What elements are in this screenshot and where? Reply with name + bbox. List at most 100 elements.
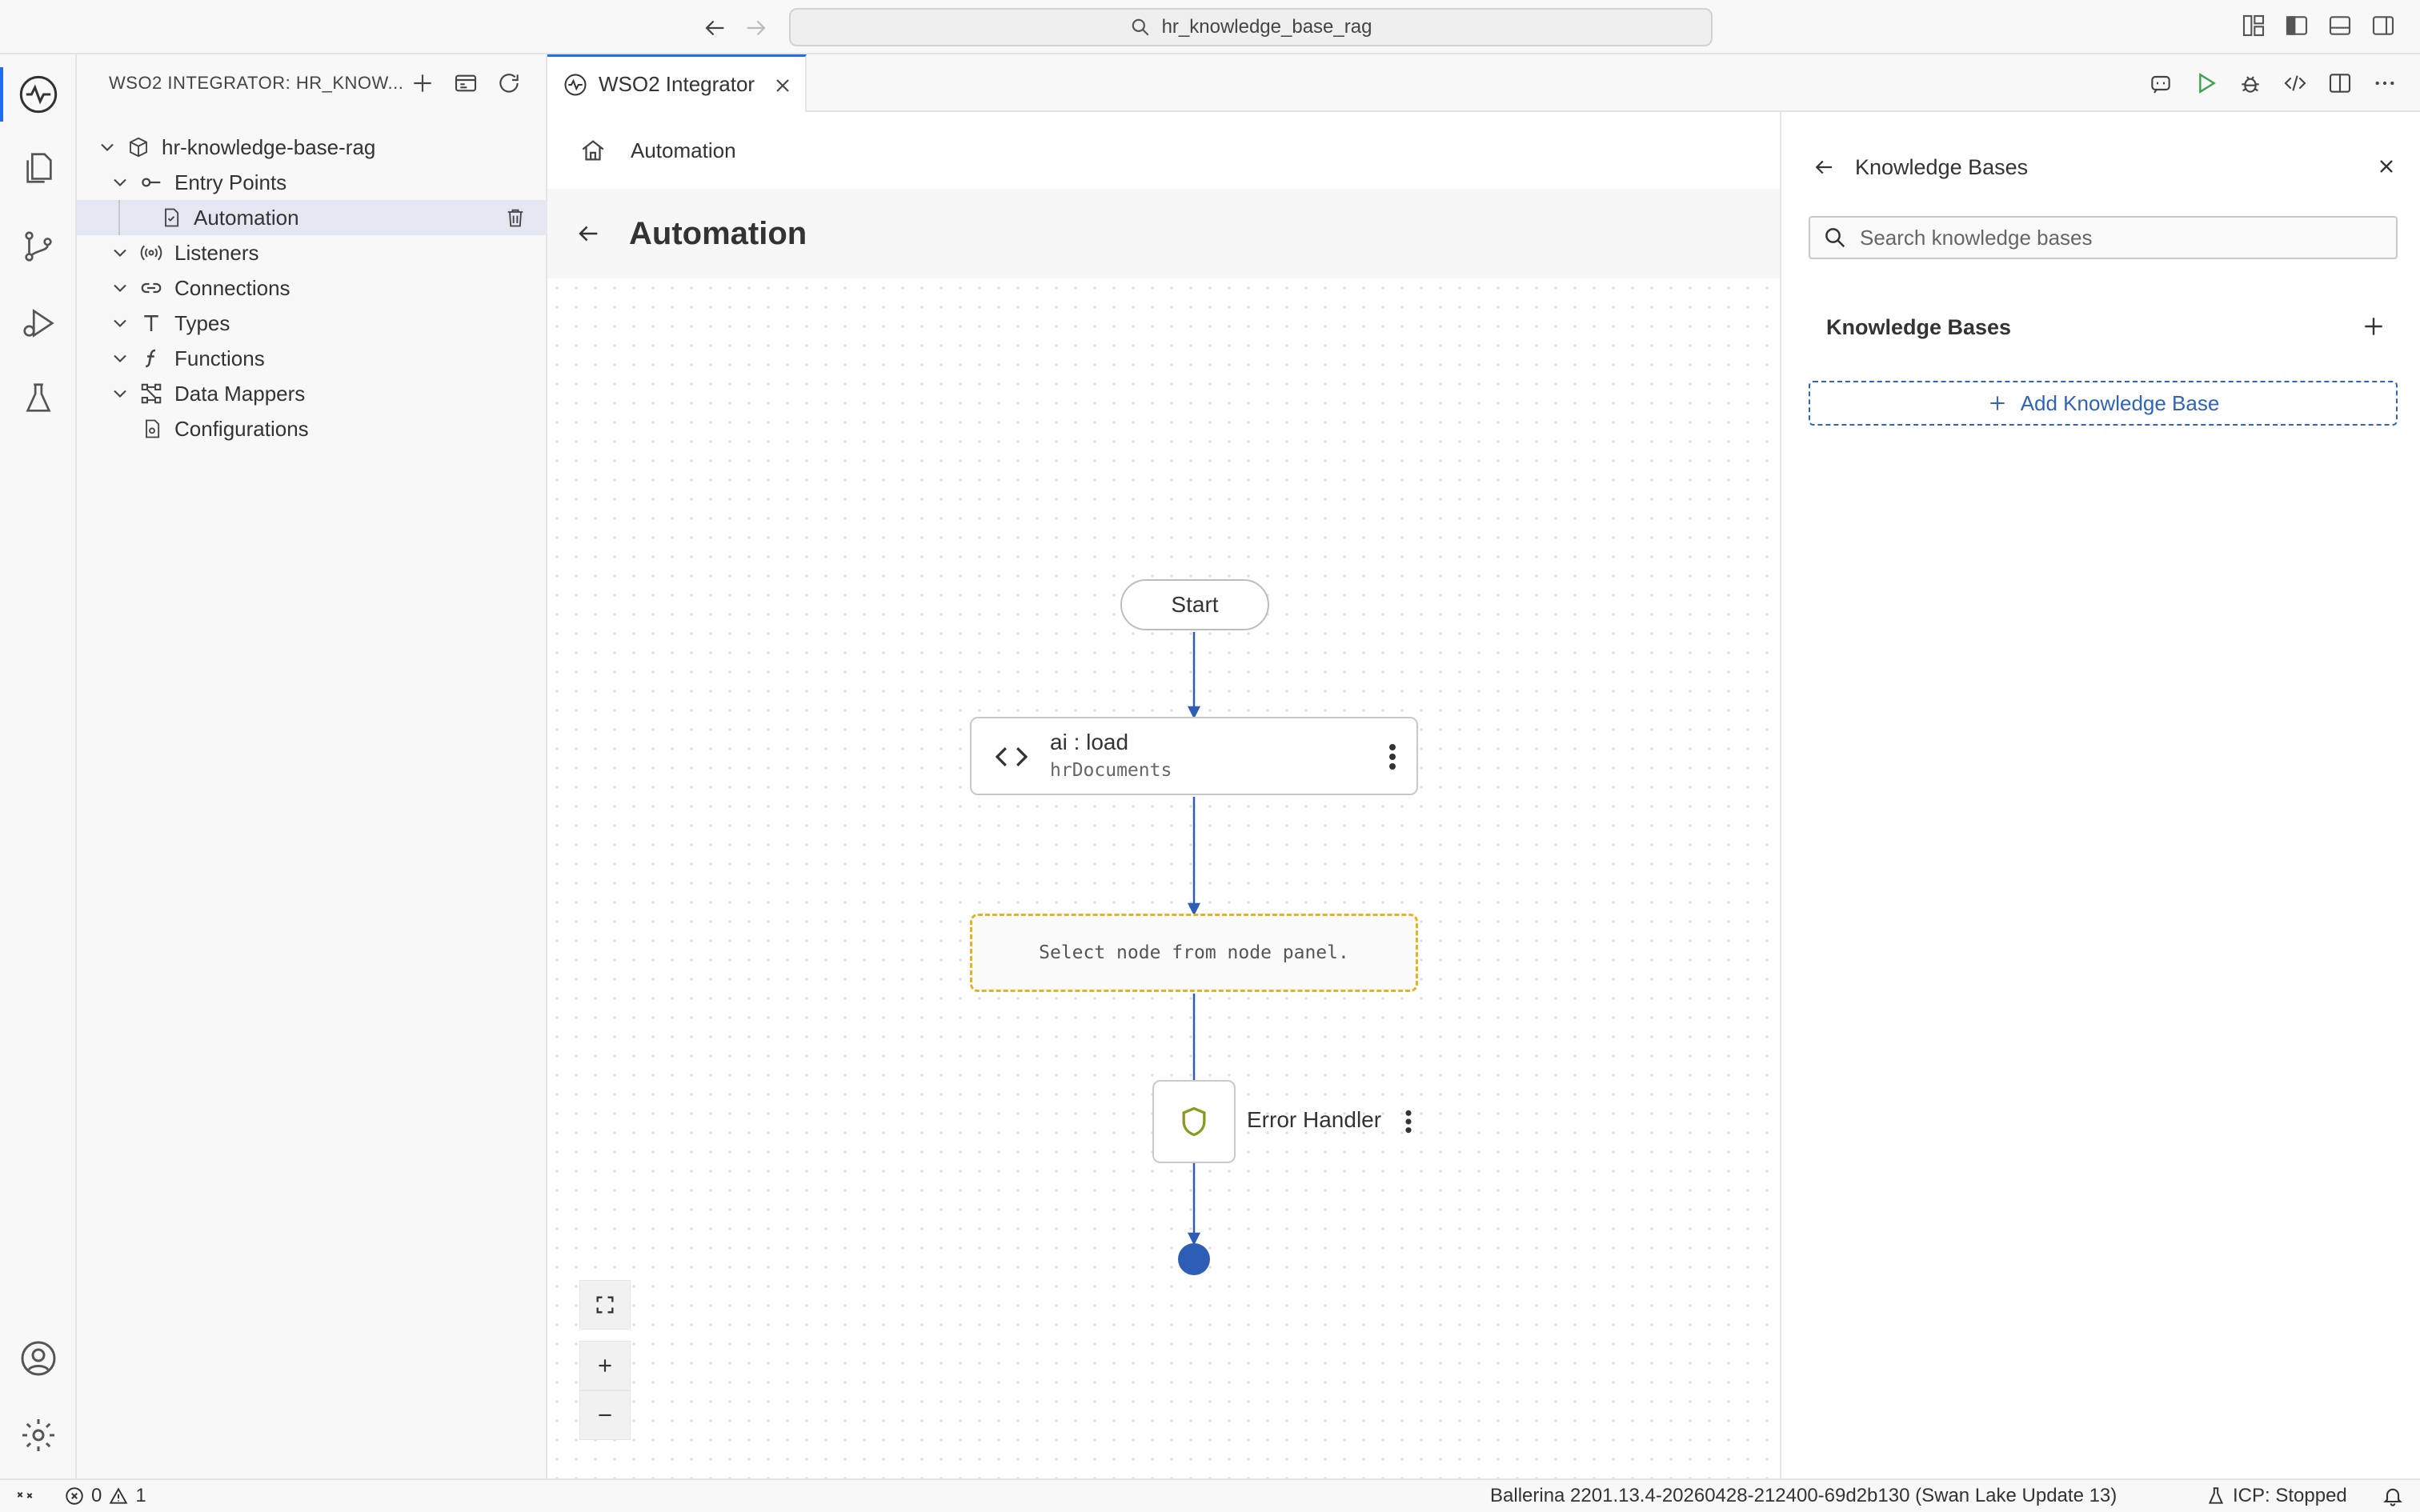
zoom-controls [579, 1280, 631, 1440]
icp-status[interactable]: ICP: Stopped [2206, 1485, 2347, 1507]
tree-item-listeners[interactable]: Listeners [77, 235, 547, 270]
notifications-bell[interactable] [2382, 1485, 2404, 1507]
breadcrumb-item[interactable]: Automation [631, 138, 736, 162]
tree-item-label: Entry Points [174, 170, 287, 194]
title-bar: hr_knowledge_base_rag [0, 0, 2420, 54]
toggle-secondary-sidebar-icon[interactable] [2370, 13, 2396, 38]
remote-indicator[interactable] [14, 1485, 35, 1506]
add-knowledge-base-button[interactable]: Add Knowledge Base [1809, 381, 2398, 426]
toggle-primary-sidebar-icon[interactable] [2284, 13, 2310, 38]
data-mapper-icon [141, 383, 162, 404]
run-icon[interactable] [2193, 70, 2218, 96]
accounts-icon[interactable] [18, 1338, 59, 1379]
trash-icon[interactable] [504, 206, 527, 229]
function-icon [146, 349, 156, 368]
open-window-icon[interactable] [453, 70, 479, 96]
panel-title: Knowledge Bases [1855, 155, 2029, 179]
settings-gear-icon[interactable] [18, 1414, 59, 1456]
tree-project-label: hr-knowledge-base-rag [162, 134, 376, 159]
run-debug-icon[interactable] [18, 302, 59, 344]
command-center[interactable]: hr_knowledge_base_rag [789, 8, 1713, 46]
page-header: Automation [547, 189, 1780, 278]
chevron-down-icon [114, 354, 126, 362]
wso2-integrator-icon[interactable] [18, 74, 59, 115]
tab-label: WSO2 Integrator [599, 72, 755, 96]
warning-triangle-icon [109, 1487, 128, 1504]
active-indicator [0, 67, 3, 122]
icp-status-text: ICP: Stopped [2233, 1485, 2347, 1506]
flow-canvas[interactable] [547, 278, 1780, 1478]
explorer-icon[interactable] [18, 147, 59, 189]
refresh-icon[interactable] [496, 70, 522, 96]
more-actions-icon[interactable] [2372, 70, 2398, 96]
plus-icon [599, 1359, 611, 1372]
back-arrow-icon[interactable] [701, 14, 728, 42]
tree-item-types[interactable]: Types [77, 306, 547, 341]
chevron-down-icon [114, 390, 126, 398]
page-title: Automation [629, 215, 807, 251]
add-knowledge-base-label: Add Knowledge Base [2020, 390, 2220, 415]
explorer-sidebar: WSO2 INTEGRATOR: HR_KNOW... hr-knowledge… [77, 54, 547, 1478]
back-arrow-icon[interactable] [575, 220, 602, 247]
layout-controls [2241, 13, 2396, 38]
error-handler-menu-icon[interactable] [1404, 1109, 1413, 1134]
customize-layout-icon[interactable] [2241, 13, 2266, 38]
add-icon[interactable] [410, 70, 435, 96]
flask-icon [2208, 1487, 2224, 1504]
search-box[interactable] [1809, 216, 2398, 259]
forward-arrow-icon[interactable] [743, 14, 770, 42]
fit-screen-button[interactable] [579, 1280, 631, 1330]
testing-flask-icon[interactable] [18, 378, 59, 419]
source-control-icon[interactable] [18, 226, 59, 267]
flow-start-node[interactable]: Start [1120, 579, 1269, 630]
tree-project-row[interactable]: hr-knowledge-base-rag [77, 130, 547, 165]
search-input[interactable] [1860, 225, 2372, 250]
zoom-in-button[interactable] [579, 1341, 631, 1390]
tree-item-configurations[interactable]: Configurations [77, 411, 547, 446]
type-t-icon [144, 315, 158, 331]
broadcast-icon [140, 245, 162, 261]
flow-error-handler-node[interactable] [1152, 1080, 1236, 1163]
tree-item-label: Configurations [174, 416, 309, 441]
toggle-panel-icon[interactable] [2327, 13, 2353, 38]
editor-area: Automation Automation [547, 112, 1780, 1478]
editor-actions [2148, 70, 2398, 96]
tree-item-entry-points[interactable]: Entry Points [77, 165, 547, 200]
tree-item-connections[interactable]: Connections [77, 270, 547, 306]
chevron-down-icon [114, 284, 126, 292]
tree-item-label: Types [174, 310, 230, 335]
back-arrow-icon[interactable] [1812, 155, 1836, 179]
node-menu-icon[interactable] [1388, 742, 1397, 771]
add-icon[interactable] [2361, 314, 2386, 339]
package-icon [130, 137, 147, 158]
copilot-chat-icon[interactable] [2148, 70, 2174, 96]
tree-item-data-mappers[interactable]: Data Mappers [77, 376, 547, 411]
chevron-down-icon [101, 143, 114, 151]
section-title: Knowledge Bases [1826, 315, 2012, 339]
tree-item-label: Connections [174, 275, 290, 300]
tab-wso2-integrator[interactable]: WSO2 Integrator [547, 54, 807, 112]
chevron-down-icon [114, 249, 126, 257]
shield-icon [1182, 1106, 1206, 1137]
minus-icon [599, 1414, 611, 1417]
command-center-text: hr_knowledge_base_rag [1161, 16, 1372, 38]
empty-node-text: Select node from node panel. [1039, 942, 1349, 963]
tree-item-automation[interactable]: Automation [77, 200, 547, 235]
zoom-out-button[interactable] [579, 1390, 631, 1440]
tree-item-label: Automation [194, 205, 299, 230]
flow-ai-load-node[interactable]: ai : load hrDocuments [970, 717, 1418, 795]
chevron-down-icon [114, 178, 126, 186]
split-editor-icon[interactable] [2327, 70, 2353, 96]
problems-indicator[interactable]: 0 1 [64, 1485, 146, 1507]
home-icon[interactable] [579, 137, 607, 164]
tree-item-functions[interactable]: Functions [77, 341, 547, 376]
close-icon[interactable] [2375, 155, 2398, 178]
debug-bug-icon[interactable] [2238, 70, 2263, 96]
code-view-icon[interactable] [2282, 70, 2308, 96]
close-icon[interactable] [771, 74, 794, 97]
ballerina-version-text: Ballerina 2201.13.4-20260428-212400-69d2… [1490, 1485, 2118, 1506]
ballerina-version[interactable]: Ballerina 2201.13.4-20260428-212400-69d2… [1490, 1485, 2117, 1507]
config-file-icon [146, 419, 160, 438]
flow-empty-node[interactable]: Select node from node panel. [970, 914, 1418, 992]
sidebar-title: WSO2 INTEGRATOR: HR_KNOW... [109, 73, 404, 93]
